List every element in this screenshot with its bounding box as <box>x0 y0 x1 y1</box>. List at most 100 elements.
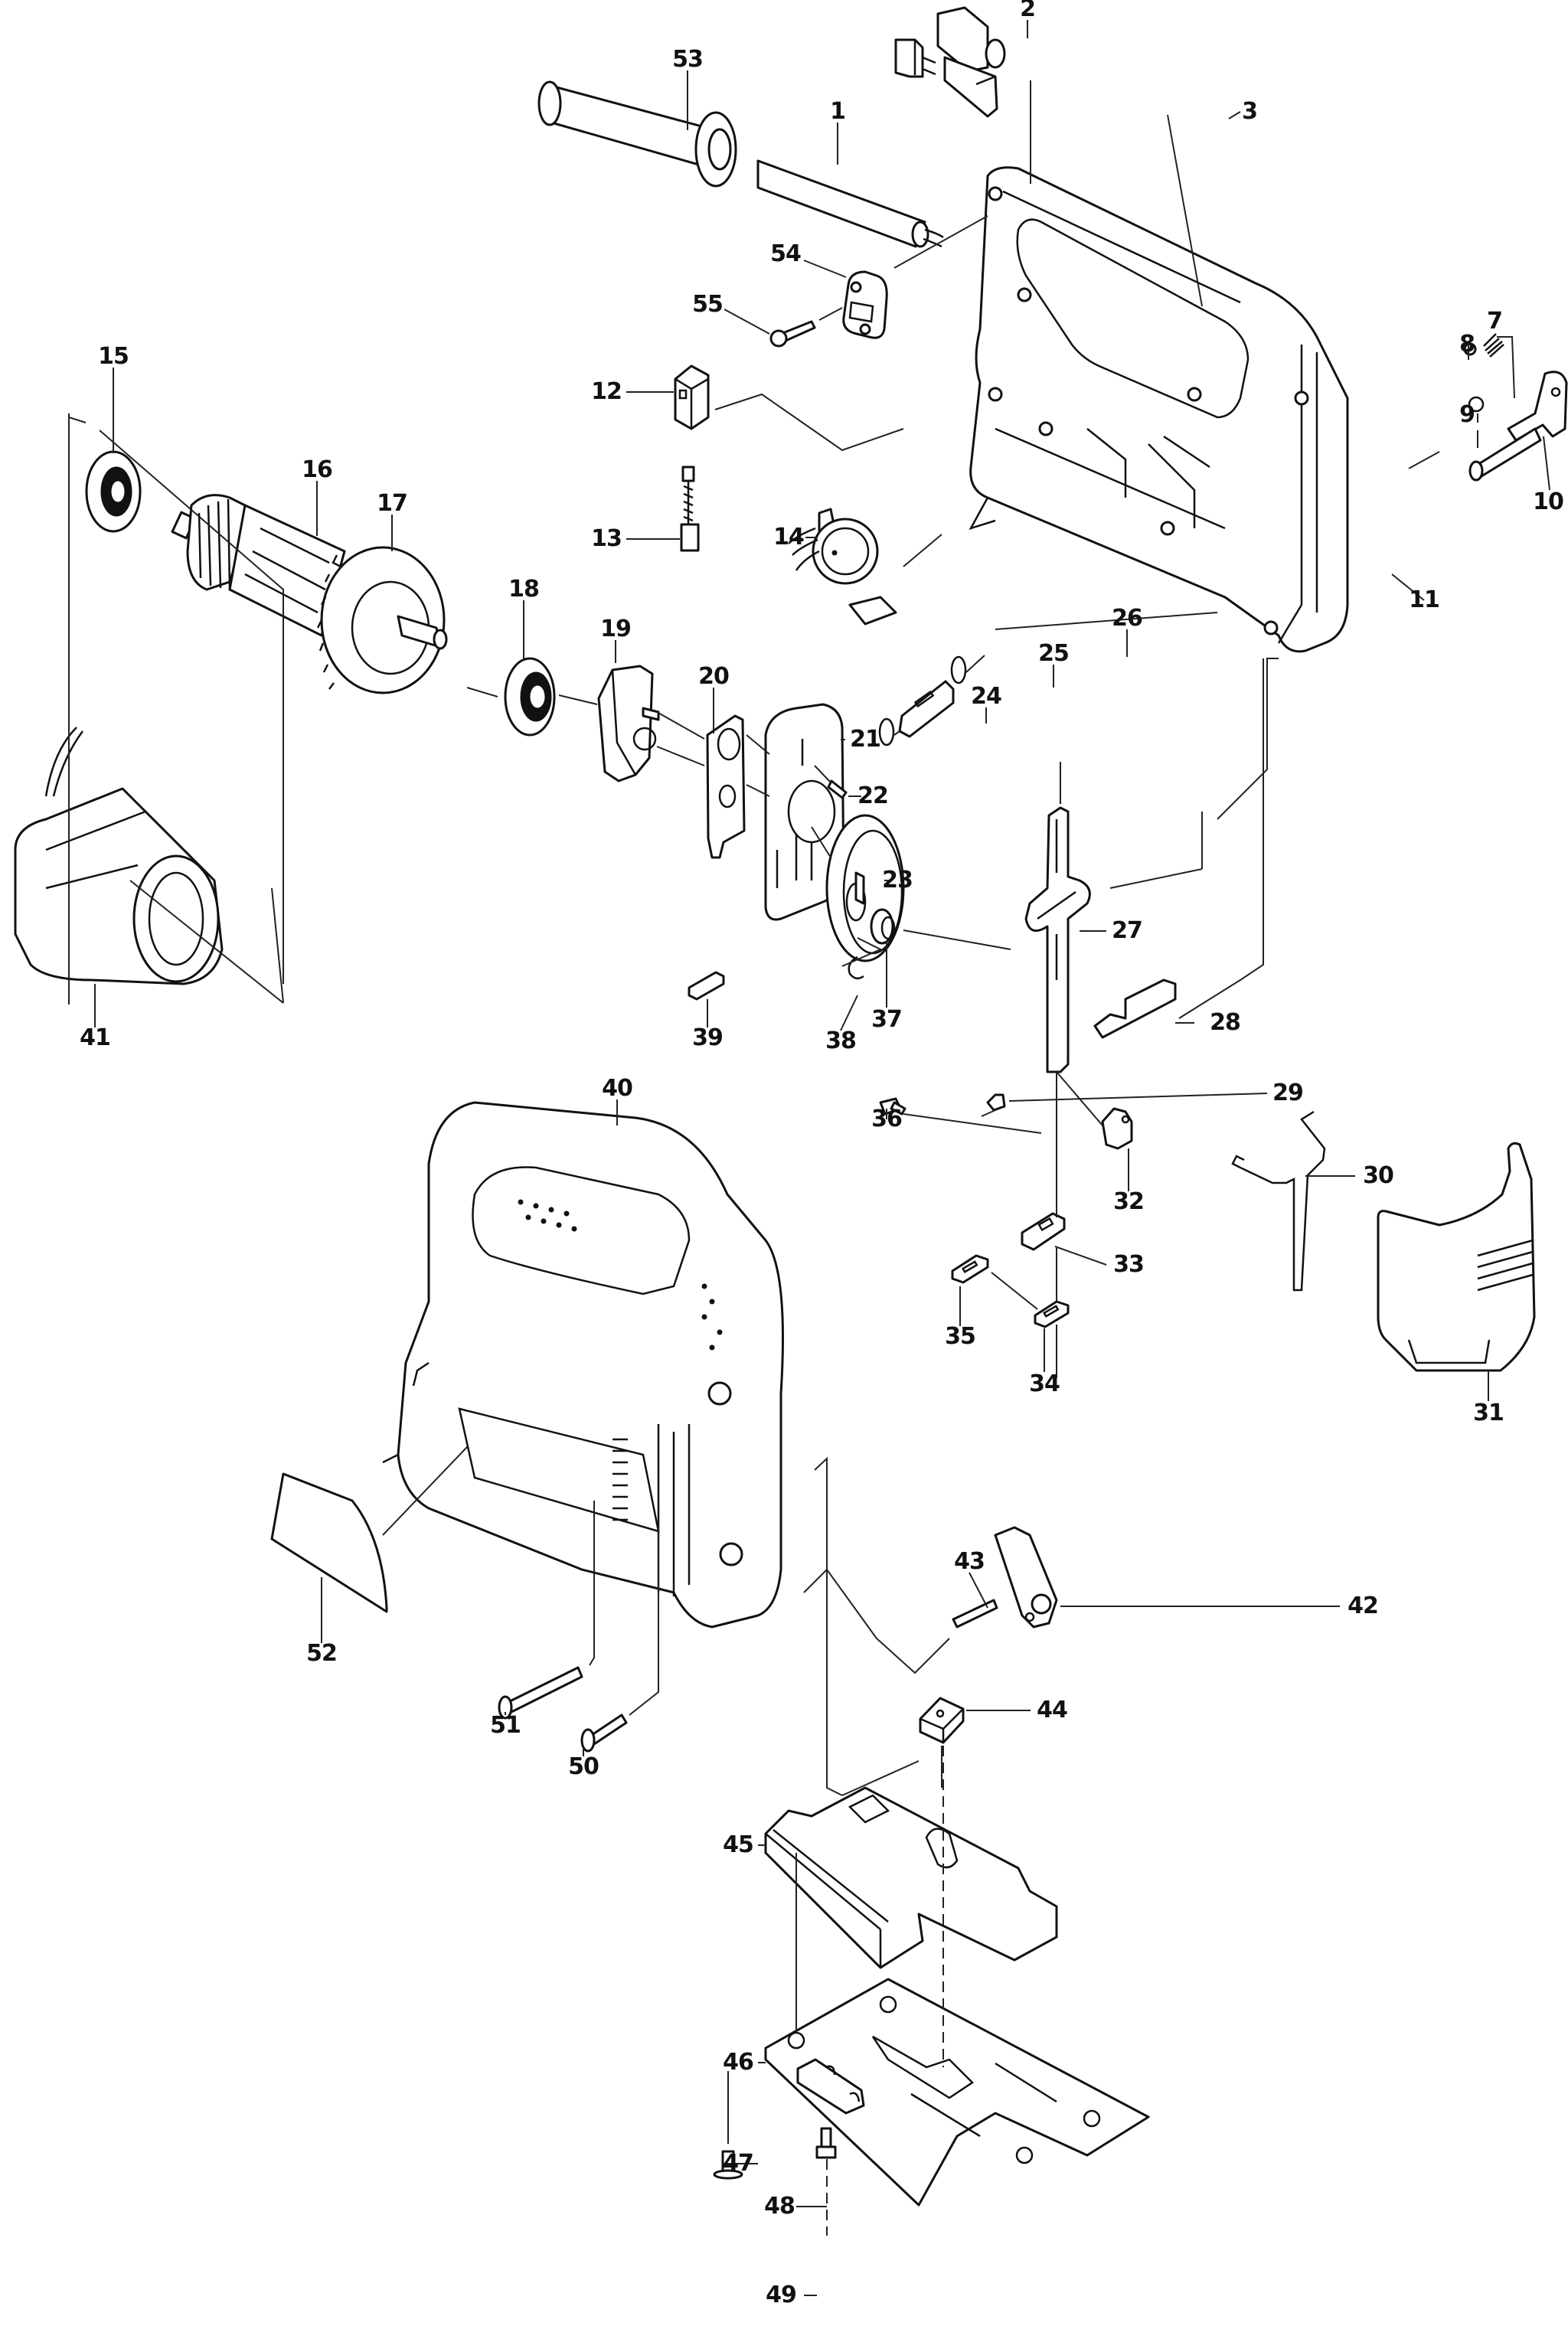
part-label-21: 21 <box>850 726 881 753</box>
part-label-36: 36 <box>871 1106 903 1132</box>
part-label-20: 20 <box>698 663 730 690</box>
part-14-speed-controller <box>788 508 897 626</box>
part-52-name-plate <box>270 1472 388 1613</box>
part-label-11: 11 <box>1409 586 1440 613</box>
part-label-37: 37 <box>871 1006 903 1033</box>
part-label-3: 3 <box>1242 98 1258 125</box>
part-54-strain-relief <box>842 270 888 339</box>
part-label-10: 10 <box>1533 488 1564 515</box>
part-label-33: 33 <box>1113 1251 1145 1278</box>
part-15-ball-bearing <box>85 450 142 533</box>
part-42-roller-holder <box>994 1526 1058 1629</box>
part-label-24: 24 <box>971 683 1002 710</box>
part-label-8: 8 <box>1459 331 1475 358</box>
part-33-slide-block <box>1021 1212 1066 1251</box>
part-label-41: 41 <box>80 1024 111 1051</box>
part-label-51: 51 <box>490 1712 521 1739</box>
part-label-23: 23 <box>882 867 913 893</box>
part-25-slider <box>898 680 955 738</box>
part-53-cord-guard <box>537 80 737 188</box>
part-37-bearing <box>870 908 896 945</box>
part-label-35: 35 <box>945 1323 976 1350</box>
part-label-15: 15 <box>98 343 129 370</box>
part-2-noise-suppressor <box>894 38 936 78</box>
part-40-housing-cover <box>382 1101 784 1629</box>
part-label-28: 28 <box>1210 1009 1241 1036</box>
part-label-38: 38 <box>825 1027 857 1054</box>
part-label-30: 30 <box>1363 1162 1394 1189</box>
part-55-screw <box>769 320 816 348</box>
part-34-rubber-pad <box>1034 1300 1070 1328</box>
part-18-ball-bearing <box>504 657 556 737</box>
part-30-blade-guard-wire <box>1231 1110 1326 1292</box>
part-7-spring <box>1483 333 1504 358</box>
part-20-plate <box>706 714 746 859</box>
part-8-steel-ball <box>1463 342 1477 356</box>
part-36-screw <box>879 1097 906 1116</box>
part-label-16: 16 <box>302 456 333 483</box>
part-label-49: 49 <box>766 2282 797 2308</box>
part-label-34: 34 <box>1029 1370 1060 1397</box>
part-3-switch <box>936 6 1006 118</box>
part-35-rubber-pad <box>951 1254 989 1284</box>
part-12-brush-holder-cap <box>674 364 710 430</box>
part-label-13: 13 <box>591 525 622 552</box>
part-32-blade-clamp <box>1101 1107 1133 1150</box>
part-label-43: 43 <box>954 1548 985 1575</box>
part-9-retaining-ring <box>1468 396 1485 413</box>
part-10-change-lever <box>1468 371 1568 482</box>
part-16-armature <box>171 494 346 637</box>
part-17-fan <box>316 546 448 694</box>
part-label-52: 52 <box>306 1640 338 1667</box>
part-label-12: 12 <box>591 378 622 405</box>
part-label-50: 50 <box>568 1753 599 1780</box>
part-43-pin <box>952 1599 998 1629</box>
part-41-field <box>14 727 224 985</box>
part-label-27: 27 <box>1112 917 1143 944</box>
part-label-47: 47 <box>723 2150 754 2177</box>
part-28-guide <box>1093 978 1177 1039</box>
part-label-14: 14 <box>773 524 805 550</box>
part-label-32: 32 <box>1113 1188 1145 1215</box>
part-24-o-ring <box>878 717 895 746</box>
part-label-42: 42 <box>1348 1593 1379 1619</box>
part-49-bolt <box>815 2127 837 2159</box>
part-50-tapping-screw <box>580 1713 628 1753</box>
part-45-base <box>764 1786 1058 1969</box>
part-1-power-cord <box>756 159 944 248</box>
part-39-felt <box>688 971 725 1001</box>
part-label-46: 46 <box>723 2049 754 2076</box>
part-19-bearing-box <box>597 665 660 782</box>
part-48-splinter-guard <box>796 2058 865 2115</box>
part-label-48: 48 <box>764 2193 795 2220</box>
part-label-2: 2 <box>1020 0 1036 22</box>
part-22-pin <box>827 779 848 799</box>
part-47-screw <box>713 2150 743 2180</box>
part-label-55: 55 <box>692 291 724 318</box>
part-26-o-ring <box>950 655 967 684</box>
part-46-base-plate <box>764 1978 1150 2207</box>
part-11-motor-housing <box>969 166 1349 653</box>
part-44-nut <box>919 1697 965 1744</box>
part-label-17: 17 <box>377 490 408 517</box>
part-label-44: 44 <box>1037 1697 1068 1723</box>
part-label-40: 40 <box>602 1075 633 1102</box>
part-label-18: 18 <box>508 576 540 603</box>
part-label-29: 29 <box>1272 1080 1304 1106</box>
part-label-31: 31 <box>1473 1400 1504 1426</box>
part-51-tapping-screw <box>498 1666 583 1720</box>
part-label-26: 26 <box>1112 605 1143 632</box>
part-label-22: 22 <box>858 782 889 809</box>
part-label-39: 39 <box>692 1024 724 1051</box>
part-13-carbon-brush <box>680 466 700 552</box>
part-label-25: 25 <box>1038 640 1070 667</box>
part-label-53: 53 <box>672 46 704 73</box>
part-31-front-cover <box>1377 1142 1536 1372</box>
part-label-19: 19 <box>600 616 632 642</box>
part-29-screw <box>986 1093 1006 1112</box>
leader-lines <box>68 20 1550 2296</box>
part-label-7: 7 <box>1487 308 1503 335</box>
part-label-1: 1 <box>830 98 846 125</box>
